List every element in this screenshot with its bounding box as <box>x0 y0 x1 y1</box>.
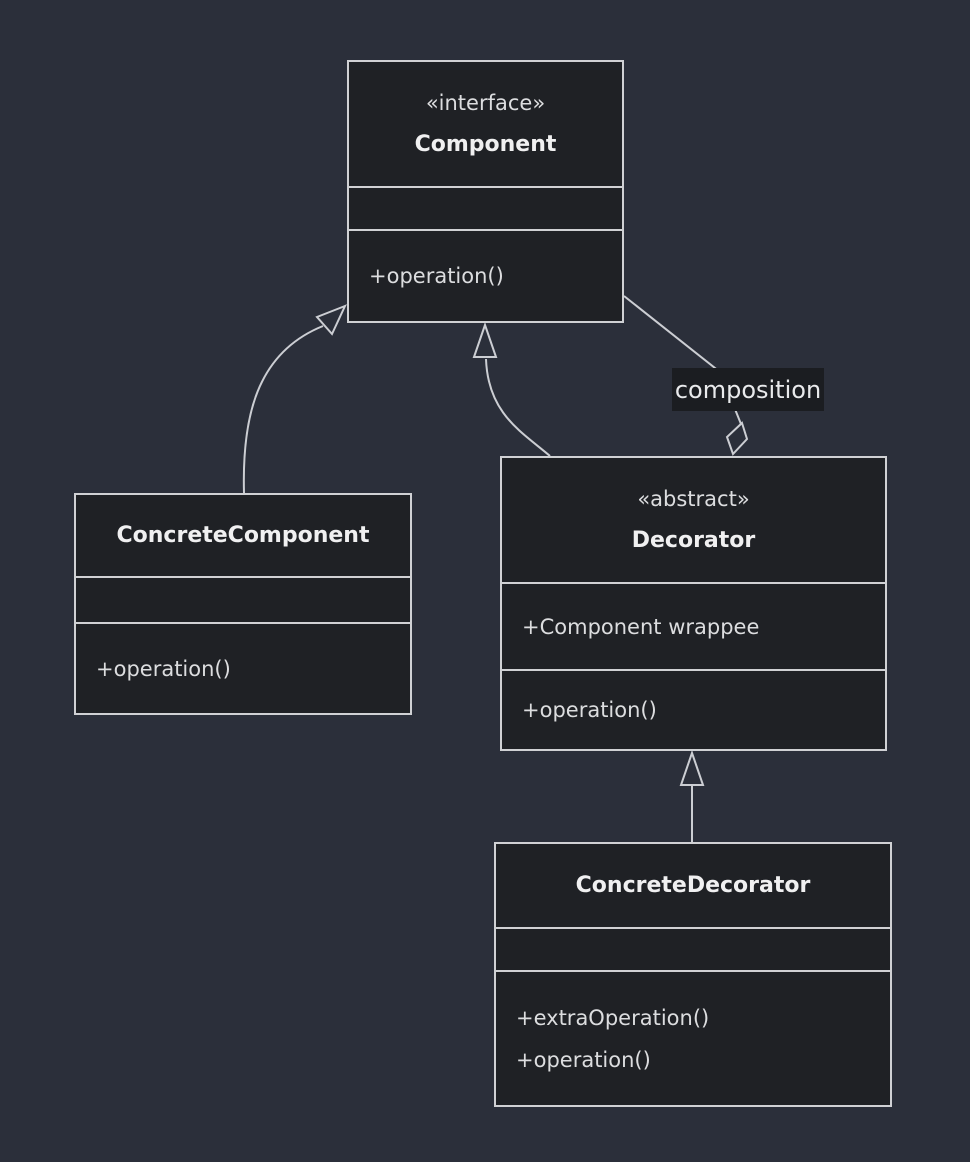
class-title-section: ConcreteDecorator <box>496 844 890 927</box>
class-stereotype: «interface» <box>425 91 546 115</box>
attributes-section <box>496 927 890 970</box>
methods-section: +operation() <box>349 229 622 321</box>
attributes-section: +Component wrappee <box>502 582 885 669</box>
class-name: Decorator <box>631 528 756 553</box>
method-item: +operation() <box>96 656 231 681</box>
class-node-concrete-decorator: ConcreteDecorator +extraOperation() +ope… <box>494 842 892 1107</box>
method-item: +extraOperation() <box>516 1005 710 1030</box>
methods-section: +operation() <box>502 669 885 749</box>
method-item: +operation() <box>369 264 504 288</box>
class-node-concrete-component: ConcreteComponent +operation() <box>74 493 412 715</box>
class-node-decorator: «abstract» Decorator +Component wrappee … <box>500 456 887 751</box>
methods-section: +operation() <box>76 622 410 713</box>
attributes-section <box>76 576 410 622</box>
realization-edge-concretecomponent-to-component <box>242 325 324 494</box>
class-name: Component <box>414 132 557 157</box>
class-name: ConcreteComponent <box>116 522 370 548</box>
attributes-section <box>349 186 622 229</box>
attribute-item: +Component wrappee <box>522 614 760 639</box>
class-title-section: «interface» Component <box>349 62 622 186</box>
inheritance-arrowhead-icon <box>472 321 498 358</box>
class-stereotype: «abstract» <box>637 487 750 511</box>
class-title-section: ConcreteComponent <box>76 495 410 576</box>
class-title-section: «abstract» Decorator <box>502 458 885 582</box>
class-name: ConcreteDecorator <box>575 872 811 898</box>
method-item: +operation() <box>516 1047 651 1072</box>
composition-diamond-icon <box>725 421 749 456</box>
inheritance-arrowhead-icon <box>679 749 705 786</box>
inheritance-arrowhead-icon <box>315 304 347 336</box>
realization-edge-decorator-to-component <box>485 358 551 457</box>
method-item: +operation() <box>522 698 657 722</box>
class-node-component: «interface» Component +operation() <box>347 60 624 323</box>
composition-edge-label: composition <box>672 368 824 411</box>
methods-section: +extraOperation() +operation() <box>496 970 890 1105</box>
